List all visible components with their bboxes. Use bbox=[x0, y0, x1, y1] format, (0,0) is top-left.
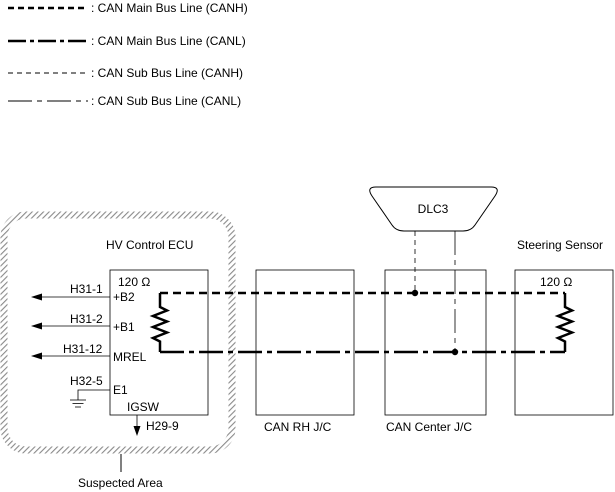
arrow-head-icon bbox=[133, 426, 141, 436]
legend-label-main-canl: : CAN Main Bus Line (CANL) bbox=[91, 34, 246, 48]
steering-sensor: Steering Sensor 120 Ω bbox=[514, 238, 614, 416]
connector-h31-12: H31-12 bbox=[63, 342, 103, 356]
legend-item-main-canl: : CAN Main Bus Line (CANL) bbox=[8, 34, 246, 48]
hv-control-ecu: HV Control ECU 120 Ω +B2 +B1 MREL E1 IGS… bbox=[31, 238, 209, 436]
suspected-area-border bbox=[0, 211, 236, 454]
steering-resistor bbox=[554, 293, 576, 352]
can-rh-jc-label: CAN RH J/C bbox=[264, 420, 332, 434]
legend-label-main-canh: : CAN Main Bus Line (CANH) bbox=[91, 1, 248, 15]
suspected-area-label: Suspected Area bbox=[78, 476, 163, 490]
pin-e1-label: E1 bbox=[113, 383, 128, 397]
hv-ecu-title: HV Control ECU bbox=[106, 238, 193, 252]
legend-item-sub-canl: : CAN Sub Bus Line (CANL) bbox=[8, 94, 241, 108]
suspected-area: Suspected Area bbox=[0, 211, 236, 490]
pin-mrel-label: MREL bbox=[113, 350, 147, 364]
connector-h31-1: H31-1 bbox=[70, 282, 103, 296]
pin-igsw-label: IGSW bbox=[127, 400, 160, 414]
hv-ecu-resistor bbox=[149, 293, 171, 352]
connector-h32-5: H32-5 bbox=[70, 374, 103, 388]
dlc3-connector: DLC3 bbox=[369, 186, 498, 232]
resistor-icon bbox=[149, 293, 171, 352]
pin-b2-label: +B2 bbox=[113, 290, 135, 304]
can-center-jc-label: CAN Center J/C bbox=[386, 420, 472, 434]
legend-label-sub-canl: : CAN Sub Bus Line (CANL) bbox=[91, 94, 241, 108]
legend-item-main-canh: : CAN Main Bus Line (CANH) bbox=[8, 1, 248, 15]
connector-h31-2: H31-2 bbox=[70, 312, 103, 326]
canh-junction-dot bbox=[411, 289, 419, 297]
resistor-icon bbox=[554, 293, 576, 352]
pin-b1-label: +B1 bbox=[113, 320, 135, 334]
h29-9-arrow bbox=[133, 415, 141, 436]
connector-h29-9: H29-9 bbox=[146, 419, 179, 433]
legend-item-sub-canh: : CAN Sub Bus Line (CANH) bbox=[8, 66, 243, 80]
dlc3-shape bbox=[369, 186, 498, 232]
hv-ecu-resistor-value: 120 Ω bbox=[118, 275, 150, 289]
canl-junction-dot bbox=[451, 348, 459, 356]
steering-resistor-value: 120 Ω bbox=[540, 275, 572, 289]
dlc3-label: DLC3 bbox=[418, 202, 449, 216]
h31-12-arrow bbox=[31, 352, 110, 360]
arrow-head-icon bbox=[31, 293, 42, 301]
legend: : CAN Main Bus Line (CANH) : CAN Main Bu… bbox=[8, 1, 248, 108]
h31-2-arrow bbox=[31, 322, 110, 330]
steering-sensor-title: Steering Sensor bbox=[517, 238, 603, 252]
legend-label-sub-canh: : CAN Sub Bus Line (CANH) bbox=[91, 66, 243, 80]
arrow-head-icon bbox=[31, 322, 42, 330]
ground-icon bbox=[70, 399, 86, 408]
arrow-head-icon bbox=[31, 352, 42, 360]
ground-connection bbox=[70, 389, 110, 408]
can-bus-lines bbox=[160, 231, 565, 356]
h31-1-arrow bbox=[31, 293, 110, 301]
